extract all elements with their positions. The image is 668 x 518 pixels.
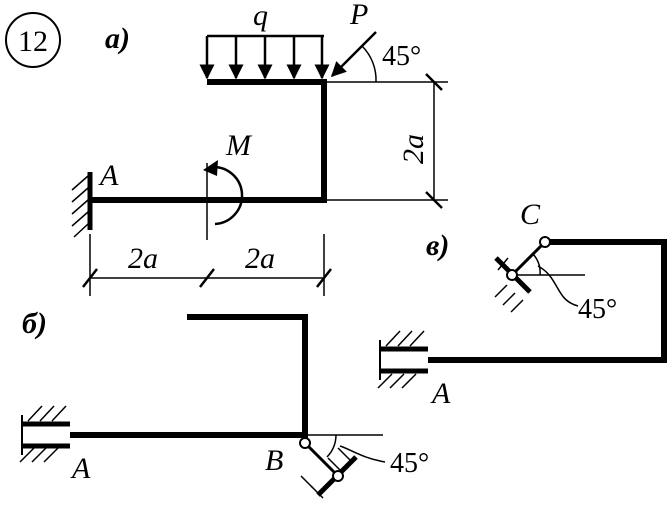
angle-v-label: 45°: [578, 294, 617, 325]
moment-m-label: M: [225, 129, 253, 162]
load-q-label: q: [253, 0, 268, 32]
scheme-v: в) C 45°: [377, 198, 667, 410]
support-c-label: C: [520, 198, 541, 231]
moment-m: [203, 160, 244, 240]
force-p-arrow: [326, 31, 448, 83]
scheme-b: б) A B: [19, 307, 429, 499]
dimension-right-label: 2a: [245, 242, 275, 275]
distributed-load-q: [199, 34, 330, 80]
problem-number-badge: 12: [5, 12, 61, 68]
angle-b-label: 45°: [390, 448, 429, 479]
sliding-support-a-b: [19, 405, 70, 463]
scheme-v-label: в): [426, 229, 449, 262]
problem-number: 12: [18, 25, 48, 58]
scheme-a-label: а): [105, 22, 130, 55]
frame-v: [428, 239, 667, 363]
dimension-left-label: 2a: [128, 242, 158, 275]
pinned-support-b: [299, 434, 386, 499]
scheme-b-label: б): [22, 307, 47, 340]
fixed-support-a: [71, 172, 93, 238]
sliding-support-a-v: [377, 330, 428, 389]
frame-b: [70, 314, 308, 438]
support-a-b-label: A: [70, 452, 91, 485]
pinned-support-c: [494, 236, 585, 313]
support-a-label: A: [98, 159, 119, 192]
frame-a: [92, 79, 327, 203]
support-b-label: B: [265, 444, 283, 477]
scheme-a: а) A q P 45°: [71, 0, 448, 296]
angle-p-label: 45°: [382, 41, 421, 72]
dimension-vertical: [326, 73, 448, 209]
support-a-v-label: A: [430, 377, 451, 410]
force-p-label: P: [349, 0, 368, 31]
dimension-horizontal: [82, 234, 332, 296]
dimension-vertical-label: 2a: [397, 134, 430, 164]
